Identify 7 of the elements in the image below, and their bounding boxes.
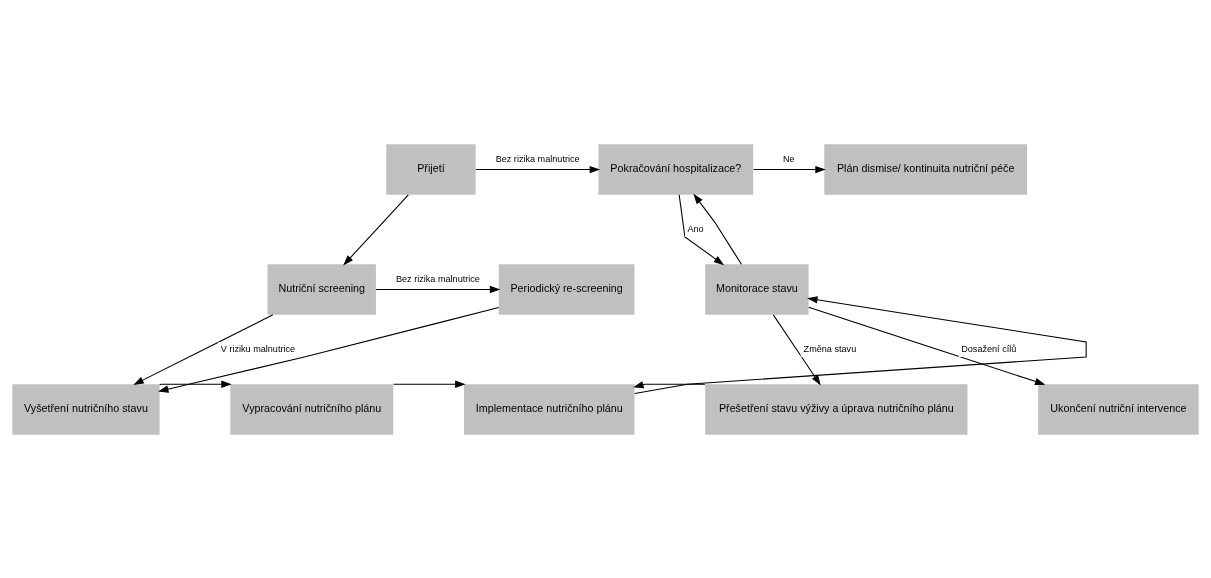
edge-label: Dosažení cílů — [961, 343, 1017, 354]
edge-label: Změna stavu — [803, 343, 857, 354]
edge-label: Bez rizika malnutrice — [395, 273, 480, 284]
edge-label: Ano — [687, 223, 704, 234]
edge-label: Bez rizika malnutrice — [495, 153, 580, 164]
edge-label: Ne — [782, 153, 795, 164]
edge-label: V riziku malnutrice — [220, 343, 296, 354]
